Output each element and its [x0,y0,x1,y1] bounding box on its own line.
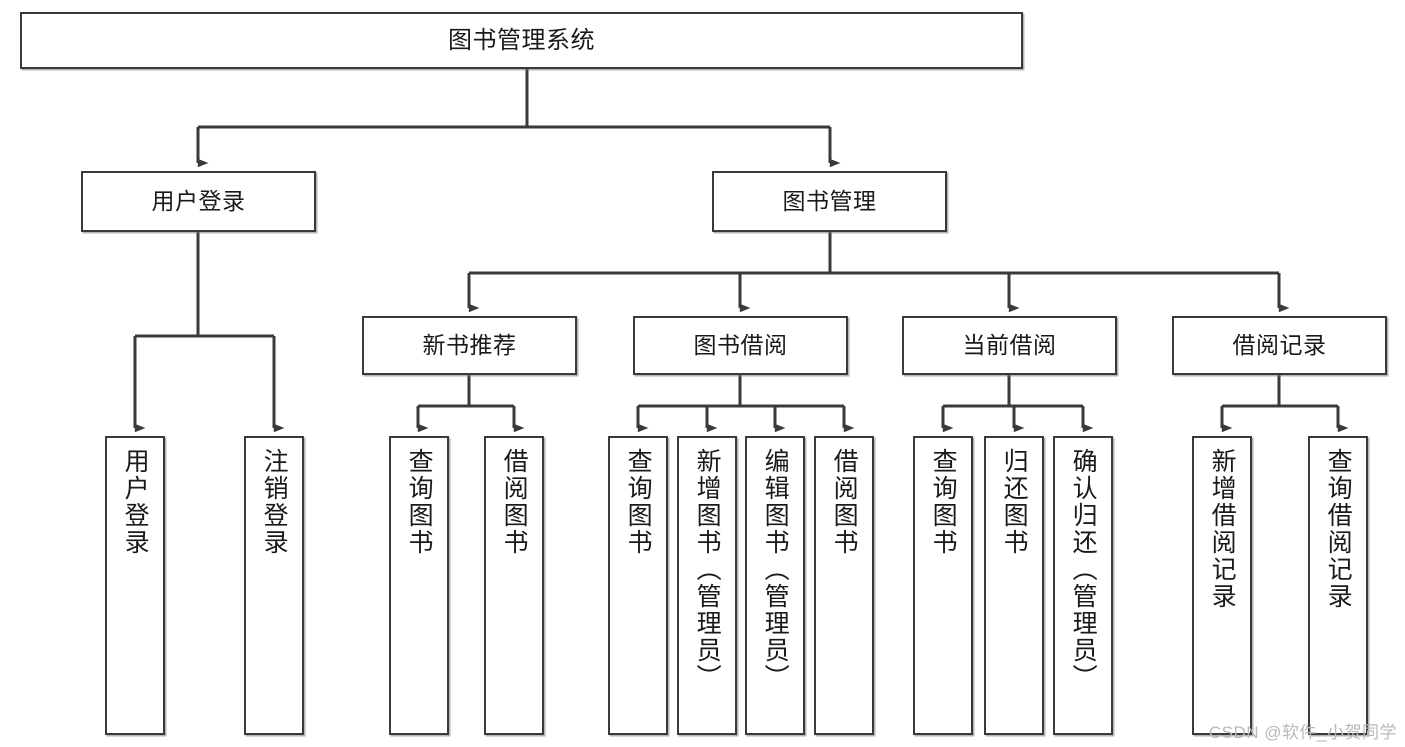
node-current-borrow[interactable]: 当前借阅 [902,316,1117,375]
csdn-watermark: CSDN @软件_小贺同学 [1208,723,1397,742]
node-leaf-borrow-book-1-label: 借阅图书 [500,448,529,556]
node-root-label: 图书管理系统 [448,26,595,54]
node-borrow-record-label: 借阅记录 [1232,332,1327,359]
node-leaf-query-book-3[interactable]: 查询图书 [913,436,973,735]
node-user-login[interactable]: 用户登录 [81,171,316,232]
node-leaf-borrow-book-2-label: 借阅图书 [830,448,859,556]
node-leaf-add-borrow-record[interactable]: 新增借阅记录 [1192,436,1252,735]
node-leaf-add-book-label: 新增图书（管理员） [693,448,722,691]
node-leaf-return-book[interactable]: 归还图书 [984,436,1044,735]
node-current-borrow-label: 当前借阅 [962,332,1057,359]
node-new-book-recommend[interactable]: 新书推荐 [362,316,577,375]
node-leaf-query-book-2[interactable]: 查询图书 [608,436,668,735]
node-leaf-user-logout[interactable]: 注销登录 [244,436,304,735]
node-root[interactable]: 图书管理系统 [20,12,1023,69]
node-leaf-query-book-2-label: 查询图书 [624,448,653,556]
node-leaf-add-book[interactable]: 新增图书（管理员） [677,436,737,735]
node-leaf-confirm-return[interactable]: 确认归还（管理员） [1053,436,1113,735]
node-leaf-edit-book[interactable]: 编辑图书（管理员） [745,436,805,735]
node-leaf-query-borrow-record-label: 查询借阅记录 [1324,448,1353,610]
node-leaf-add-borrow-record-label: 新增借阅记录 [1208,448,1237,610]
node-new-book-recommend-label: 新书推荐 [422,332,517,359]
node-leaf-query-book-1[interactable]: 查询图书 [389,436,449,735]
node-leaf-borrow-book-2[interactable]: 借阅图书 [814,436,874,735]
node-leaf-query-book-3-label: 查询图书 [929,448,958,556]
node-leaf-borrow-book-1[interactable]: 借阅图书 [484,436,544,735]
node-leaf-user-login[interactable]: 用户登录 [105,436,165,735]
node-leaf-user-logout-label: 注销登录 [260,448,289,556]
node-book-borrow[interactable]: 图书借阅 [633,316,848,375]
node-leaf-edit-book-label: 编辑图书（管理员） [761,448,790,691]
node-leaf-confirm-return-label: 确认归还（管理员） [1069,448,1098,691]
node-leaf-return-book-label: 归还图书 [1000,448,1029,556]
node-book-borrow-label: 图书借阅 [693,332,788,359]
node-book-manage[interactable]: 图书管理 [712,171,947,232]
node-book-manage-label: 图书管理 [782,188,877,215]
node-leaf-query-book-1-label: 查询图书 [405,448,434,556]
node-leaf-query-borrow-record[interactable]: 查询借阅记录 [1308,436,1368,735]
node-leaf-user-login-label: 用户登录 [121,448,150,556]
node-borrow-record[interactable]: 借阅记录 [1172,316,1387,375]
node-user-login-label: 用户登录 [151,188,246,215]
